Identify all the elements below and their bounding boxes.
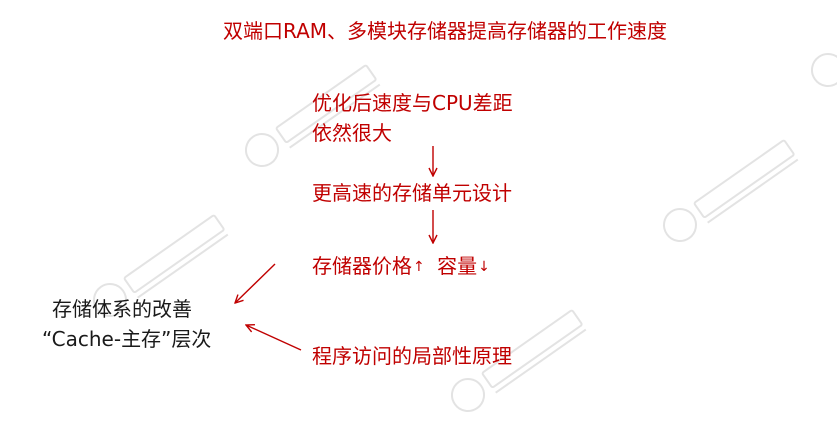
watermark-logo-icon [663, 139, 799, 242]
capacity-label: 容量 [437, 254, 478, 278]
cost-capacity-node: 存储器价格↑ 容量↓ [312, 251, 490, 282]
memory-hierarchy-line-2: “Cache-主存”层次 [42, 327, 212, 351]
speed-gap-line-2: 依然很大 [312, 121, 392, 145]
up-arrow-icon: ↑ [413, 259, 425, 275]
down-arrow-icon: ↓ [478, 259, 490, 275]
faster-unit-node: 更高速的存储单元设计 [312, 181, 512, 205]
watermark-logo-icon [451, 309, 587, 412]
slide-title: 双端口RAM、多模块存储器提高存储器的工作速度 [222, 19, 668, 43]
memory-hierarchy-line-1: 存储体系的改善 [52, 297, 192, 321]
locality-node: 程序访问的局部性原理 [312, 344, 512, 368]
cost-label: 存储器价格 [312, 254, 412, 278]
connector-arrow-4 [246, 325, 302, 351]
speed-gap-node: 优化后速度与CPU差距 依然很大 [312, 88, 513, 148]
speed-gap-line-1: 优化后速度与CPU差距 [312, 91, 513, 115]
memory-hierarchy-node: 存储体系的改善 “Cache-主存”层次 [42, 294, 211, 354]
connector-arrow-3 [235, 263, 276, 303]
watermark-logo-icon [811, 53, 837, 87]
watermark-logo-icon [245, 64, 381, 167]
watermark-logo-icon [93, 214, 229, 317]
